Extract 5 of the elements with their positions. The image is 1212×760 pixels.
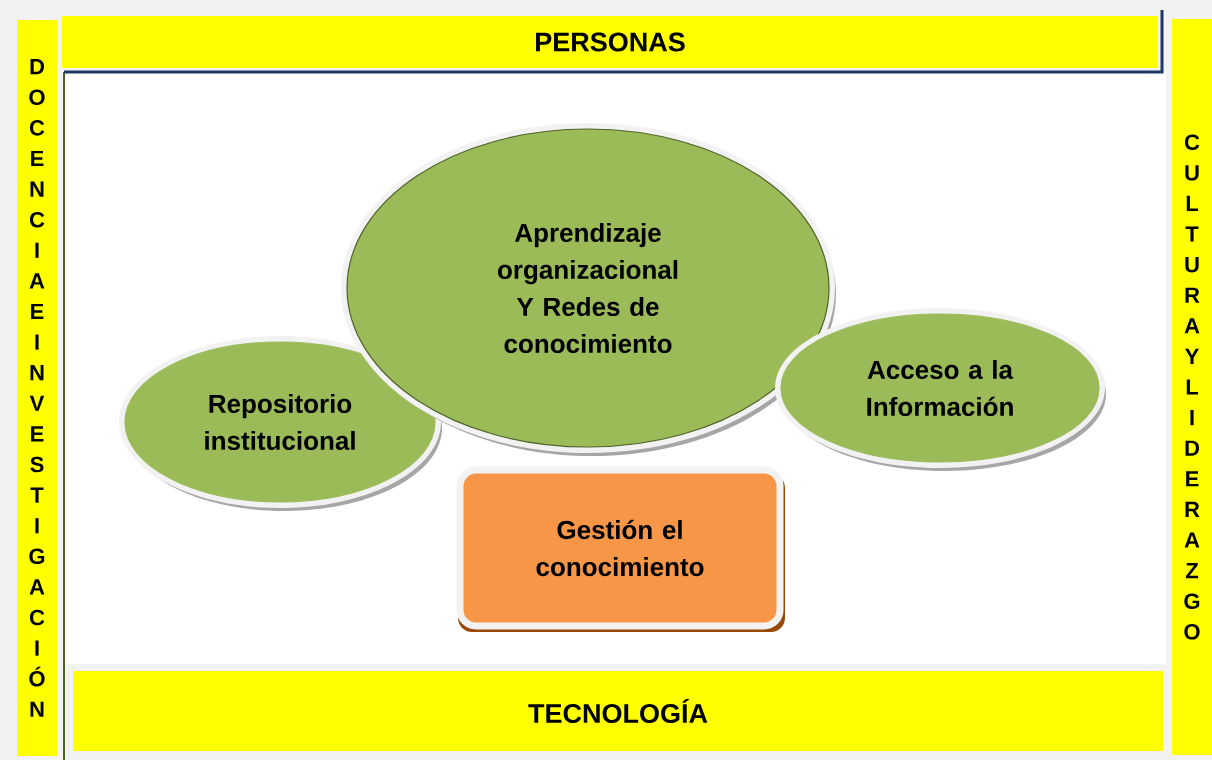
vertical-band: CULTURA Y LIDERAZGO bbox=[1172, 19, 1212, 755]
banner: TECNOLOGÍA bbox=[73, 671, 1163, 751]
vertical-band: DOCENCIA E INVESTIGACIÓN bbox=[17, 20, 57, 756]
banner: PERSONAS bbox=[62, 16, 1158, 68]
rounded-box: Gestión el conocimiento bbox=[456, 466, 785, 632]
